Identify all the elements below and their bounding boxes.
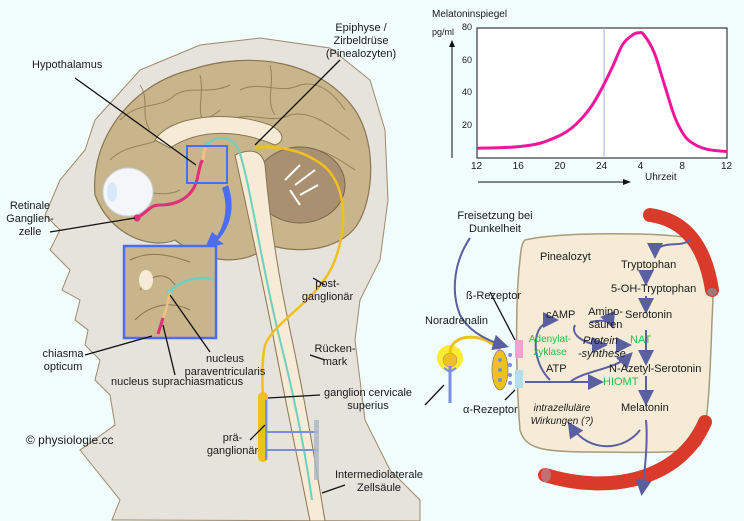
pathway-arrows — [453, 237, 691, 496]
label-chiasma: chiasma opticum — [38, 348, 88, 374]
x-tick-label: 20 — [554, 161, 566, 172]
label-noradrenalin: Noradrenalin — [425, 315, 488, 327]
label-iml-line2: Zellsäule — [356, 482, 402, 494]
label-spinal-cord: Rücken- mark — [310, 343, 360, 369]
label-epiphyse-line3: (Pinealozyten) — [325, 48, 397, 60]
y-tick-label: 20 — [461, 119, 472, 130]
label-retinal-line2: Ganglien- — [6, 213, 54, 225]
label-melatonin: Melatonin — [621, 402, 669, 414]
label-amino-acids: Amino- säuren — [583, 306, 628, 332]
y-tick-label: 60 — [461, 54, 472, 65]
label-hypothalamus: Hypothalamus — [32, 59, 103, 71]
x-tick-label: 24 — [596, 161, 608, 172]
label-epiphyse-line1: Epiphyse / — [335, 22, 387, 34]
postganglionic-nerve — [254, 145, 345, 401]
label-ruecken-line1: Rücken- — [314, 343, 356, 355]
label-gcs-line2: superius — [347, 400, 389, 412]
blood-vessel-bottom — [538, 415, 712, 491]
label-ganglion-cervicale: ganglion cervicale superius — [318, 387, 418, 413]
eye — [102, 167, 154, 217]
label-tryptophan: Tryptophan — [621, 259, 677, 271]
label-retinal-ganglion: Retinale Ganglien- zelle — [5, 200, 55, 239]
melatonin-curve — [476, 30, 728, 153]
label-chiasma-line2: opticum — [43, 361, 83, 373]
magnify-arrow — [205, 185, 232, 248]
label-beta-receptor: ß-Rezeptor — [466, 290, 522, 302]
label-scn: nucleus suprachiasmaticus — [111, 376, 244, 388]
label-5oh-tryptophan: 5-OH-Tryptophan — [611, 283, 697, 295]
label-adenylate-cyclase: Adenylat- zyklase — [525, 333, 575, 359]
x-tick-label: 12 — [721, 161, 733, 172]
pvn-spinal-tract — [206, 136, 313, 501]
label-intracellular-effects: intrazelluläre Wirkungen (?) — [527, 402, 597, 428]
blood-vessel-top — [643, 208, 719, 297]
retinohypothalamic-tract — [136, 158, 205, 220]
label-release-line1: Freisetzung bei — [457, 210, 533, 222]
label-protein-synthesis-2: -synthese — [578, 348, 626, 360]
label-amino-line2: säuren — [588, 319, 623, 331]
hypothalamus-inset — [122, 244, 218, 340]
label-prae-line2: ganglionär — [206, 445, 259, 457]
pathway-leader-lines — [424, 291, 516, 406]
label-protein-synthesis-1: Protein — [583, 335, 618, 347]
label-serotonin: Serotonin — [625, 309, 673, 321]
hypothalamus-highlight-box — [186, 145, 228, 184]
label-n-acetyl-serotonin: N-Azetyl-Serotonin — [609, 363, 702, 375]
label-gcs-line1: ganglion cervicale — [323, 387, 413, 399]
y-tick-label: 40 — [461, 87, 472, 97]
label-pvn: nucleus paraventricularis — [180, 353, 270, 379]
label-nat: NAT — [630, 334, 652, 346]
label-preganglionic: prä- ganglionär — [205, 432, 260, 458]
y-tick-label: 80 — [461, 22, 472, 32]
plot-frame — [476, 27, 728, 159]
label-intracellular-line1: intrazelluläre — [533, 403, 591, 414]
label-pvn-line2: paraventricularis — [184, 366, 266, 378]
leader-lines — [49, 59, 346, 494]
chart-title: Melatoninspiegel — [432, 9, 508, 20]
label-retinal-line1: Retinale — [9, 200, 51, 212]
label-prae-line1: prä- — [222, 432, 243, 444]
x-tick-label: 4 — [637, 161, 644, 172]
label-adenylate-line1: Adenylat- — [528, 334, 572, 345]
label-amino-line1: Amino- — [588, 306, 623, 318]
label-epiphyse-line2: Zirbeldrüse — [333, 35, 389, 47]
label-post-line2: ganglionär — [301, 291, 354, 303]
label-alpha-receptor: α-Rezeptor — [463, 404, 518, 416]
corpus-callosum — [154, 116, 283, 149]
label-adenylate-line2: zyklase — [533, 347, 567, 358]
alpha-receptor — [515, 370, 523, 388]
label-iml: Intermediolaterale Zellsäule — [334, 469, 424, 495]
label-intracellular-line2: Wirkungen (?) — [530, 416, 594, 427]
label-release-darkness: Freisetzung bei Dunkelheit — [455, 210, 535, 236]
label-camp: cAMP — [546, 309, 576, 321]
copyright: © physiologie.cc — [26, 433, 114, 447]
label-pinealocyte: Pinealozyt — [540, 251, 591, 263]
label-ruecken-line2: mark — [322, 356, 348, 368]
label-iml-line1: Intermediolaterale — [334, 469, 424, 481]
chart-xlabel: Uhrzeit — [645, 172, 677, 183]
label-hiomt: HIOMT — [603, 376, 639, 388]
label-post-line1: post- — [315, 278, 340, 290]
brain-gyri — [109, 64, 356, 201]
beta-receptor — [515, 340, 523, 358]
x-tick-label: 16 — [512, 161, 524, 172]
chart-ylabel: pg/ml — [432, 27, 455, 37]
x-tick-label: 8 — [679, 161, 685, 172]
label-chiasma-line1: chiasma — [42, 348, 84, 360]
label-pvn-line1: nucleus — [206, 353, 244, 365]
label-retinal-line3: zelle — [18, 226, 42, 238]
x-tick-label: 12 — [471, 161, 483, 172]
label-postganglionic: post- ganglionär — [300, 278, 355, 304]
label-epiphyse: Epiphyse / Zirbeldrüse (Pinealozyten) — [316, 22, 406, 61]
label-atp: ATP — [546, 363, 567, 375]
label-release-line2: Dunkelheit — [469, 223, 521, 235]
